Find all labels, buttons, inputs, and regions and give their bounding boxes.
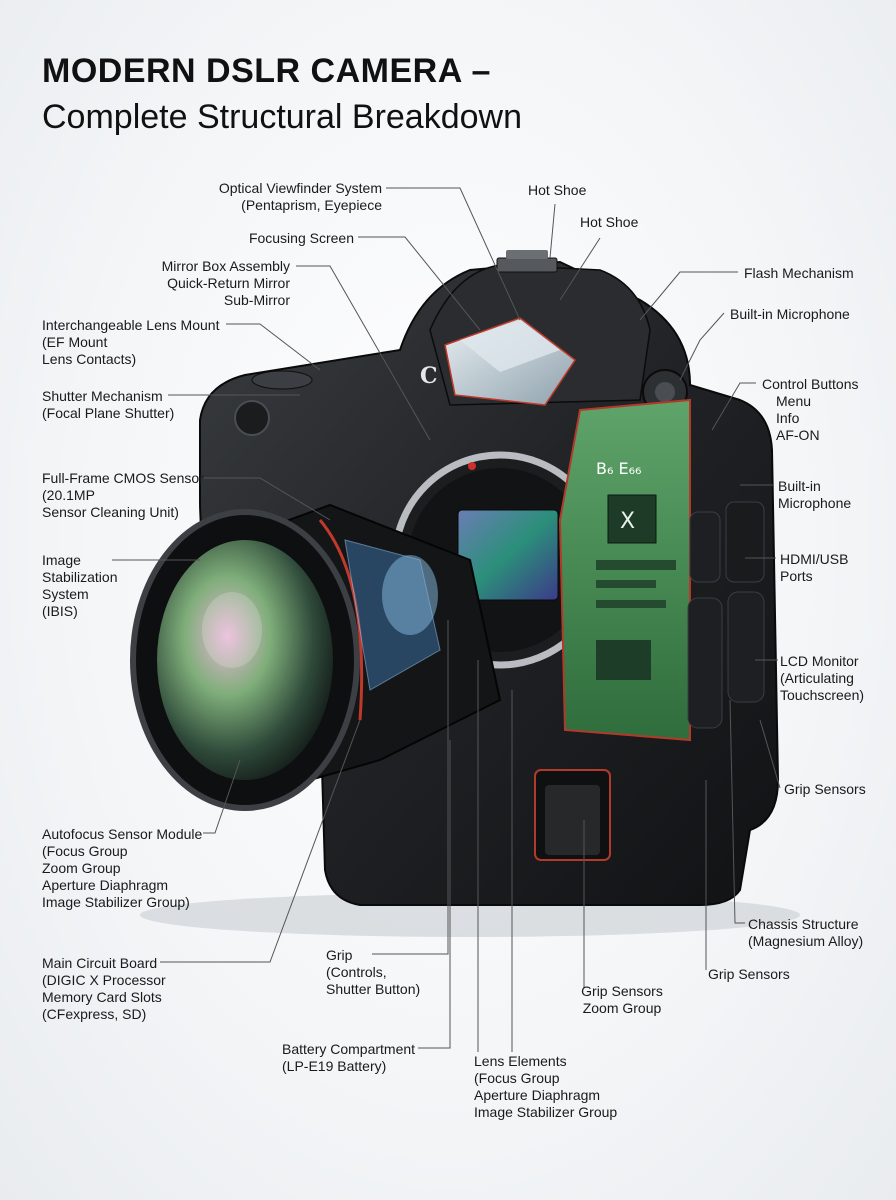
lens-barrel	[130, 503, 502, 811]
leader-grip-sensors-1	[759, 719, 781, 789]
leader-control-buttons	[711, 382, 756, 431]
leader-mirror-box	[296, 265, 431, 441]
label-shutter: Shutter Mechanism (Focal Plane Shutter)	[42, 388, 175, 421]
mode-dial	[251, 370, 313, 390]
label-autofocus: Autofocus Sensor Module (Focus Group Zoo…	[42, 826, 203, 910]
side-port-cover	[725, 501, 765, 583]
leader-focusing-screen	[358, 236, 481, 331]
leader-viewfinder	[386, 187, 521, 321]
label-microphone-2: Built-in Microphone	[778, 478, 852, 511]
brand-mark: C	[420, 363, 438, 389]
leader-flash	[639, 271, 738, 321]
label-chassis: Chassis Structure (Magnesium Alloy)	[748, 916, 864, 949]
label-lens-mount: Interchangeable Lens Mount (EF Mount Len…	[42, 317, 220, 367]
board-badge: B₆ E₆₆	[596, 459, 641, 478]
leader-microphone-1	[679, 312, 725, 381]
processor-chip	[607, 494, 657, 544]
label-hot-shoe-2: Hot Shoe	[580, 214, 639, 230]
label-grip-sensors-2: Grip Sensors	[708, 966, 790, 982]
leader-circuit-board	[160, 719, 361, 963]
hot-shoe	[496, 257, 558, 273]
label-focusing-screen: Focusing Screen	[248, 230, 354, 246]
label-lens-elements: Lens Elements (Focus Group Aperture Diap…	[474, 1053, 618, 1120]
label-hot-shoe-1: Hot Shoe	[528, 182, 587, 198]
leader-autofocus	[203, 759, 241, 834]
label-grip-sensors-zoom: Grip Sensors Zoom Group	[581, 983, 663, 1016]
leader-grip	[372, 620, 449, 955]
label-sensor: Full-Frame CMOS Sensor (20.1MP Sensor Cl…	[42, 470, 204, 520]
label-lcd: LCD Monitor (Articulating Touchscreen)	[780, 653, 865, 703]
label-ports: HDMI/USB Ports	[780, 551, 849, 584]
leader-sensor	[204, 477, 331, 521]
leader-hot-shoe-1	[549, 203, 556, 259]
label-grip-sensors-1: Grip Sensors	[784, 781, 866, 797]
svg-text:X: X	[620, 509, 635, 534]
leader-battery	[418, 740, 451, 1049]
leader-lines	[112, 187, 781, 1052]
label-circuit-board: Main Circuit Board (DIGIC X Processor Me…	[42, 955, 166, 1022]
label-mirror-box: Mirror Box Assembly Quick-Return Mirror …	[161, 258, 290, 308]
leader-chassis	[729, 699, 745, 924]
label-grip: Grip (Controls, Shutter Button)	[326, 947, 421, 997]
diagram-title: MODERN DSLR CAMERA –	[42, 52, 491, 90]
shutter-button	[234, 400, 270, 436]
label-flash: Flash Mechanism	[744, 265, 854, 281]
leader-lens-mount	[226, 323, 321, 371]
diagram-subtitle: Complete Structural Breakdown	[42, 98, 523, 136]
leader-hot-shoe-2	[559, 237, 601, 301]
label-ibis: Image Stabilization System (IBIS)	[42, 552, 118, 619]
label-battery: Battery Compartment (LP-E19 Battery)	[282, 1041, 416, 1074]
label-microphone-1: Built-in Microphone	[730, 306, 850, 322]
label-viewfinder: Optical Viewfinder System (Pentaprism, E…	[218, 180, 382, 213]
label-control-buttons: Control Buttons Menu Info AF-ON	[762, 376, 859, 443]
mount-index-dot	[468, 462, 476, 470]
